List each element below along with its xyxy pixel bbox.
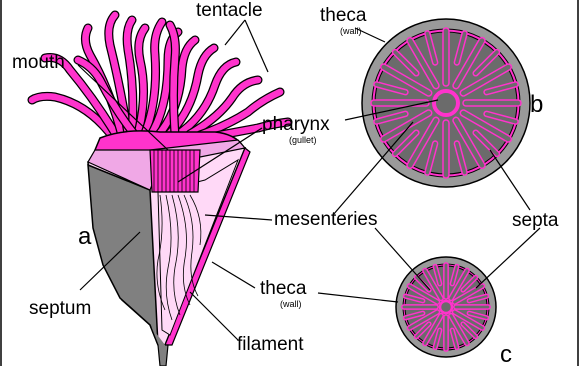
cross-section-b [362,19,530,187]
label-filament: filament [237,334,304,355]
leader-tentacle-1 [225,20,245,45]
pharynx-b [434,91,458,115]
leader-mesenteries-c [375,228,430,290]
label-septum: septum [29,298,91,319]
label-mouth: mouth [12,52,65,73]
label-pharynx: pharynx [262,114,330,135]
pharynx-c [440,301,452,313]
label-letter-c: c [500,341,512,366]
label-letter-a: a [78,223,92,250]
label-theca-b: theca [320,5,367,26]
leader-filament [190,292,238,340]
pharynx-tube [150,150,200,192]
leader-septa-c [476,228,540,288]
leader-theca-c [318,293,398,302]
label-wall-polyp: (wall) [280,299,302,309]
leader-theca-polyp [212,262,255,288]
septum-surface [88,165,158,345]
label-gullet: (gullet) [289,135,317,145]
label-wall-b: (wall) [340,26,362,36]
leader-septa-b [490,150,530,210]
leader-tentacle-2 [245,20,268,72]
label-theca-polyp: theca [260,278,307,299]
tentacles [32,15,288,140]
label-mesenteries: mesenteries [274,209,378,230]
label-tentacle: tentacle [196,0,263,21]
cross-section-c [396,257,496,357]
label-septa: septa [512,210,559,231]
label-letter-b: b [530,91,543,118]
